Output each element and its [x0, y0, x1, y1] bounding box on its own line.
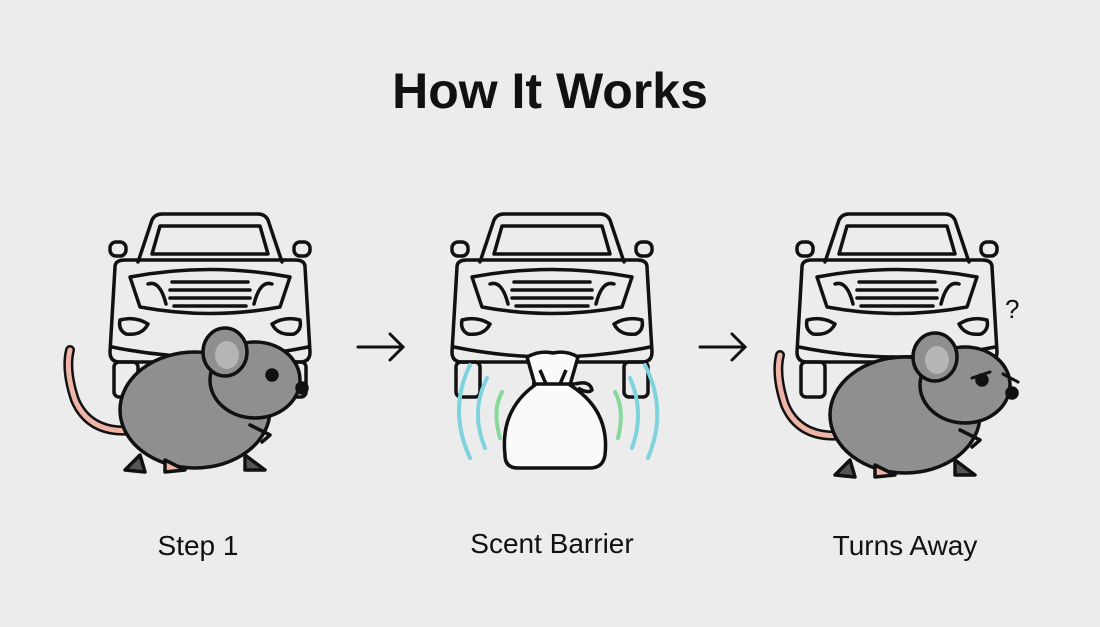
frown-brow-icon: [970, 370, 1020, 384]
mouse-icon: [778, 333, 1017, 477]
question-mark-icon: ?: [1005, 294, 1019, 324]
step-label: Step 1: [157, 530, 239, 561]
step-label: Scent Barrier: [470, 528, 634, 559]
arrow-icon: [356, 332, 406, 362]
step-2-illustration: [450, 212, 660, 470]
step-3-illustration: [778, 212, 1020, 477]
arrow-icon: [698, 332, 748, 362]
step-1-illustration: [68, 212, 310, 472]
scent-waves-icon: [457, 363, 660, 460]
step-label: Turns Away: [832, 530, 978, 561]
mouse-icon: [68, 328, 307, 472]
scent-bag-icon: [502, 350, 608, 470]
page-title: How It Works: [392, 63, 708, 119]
